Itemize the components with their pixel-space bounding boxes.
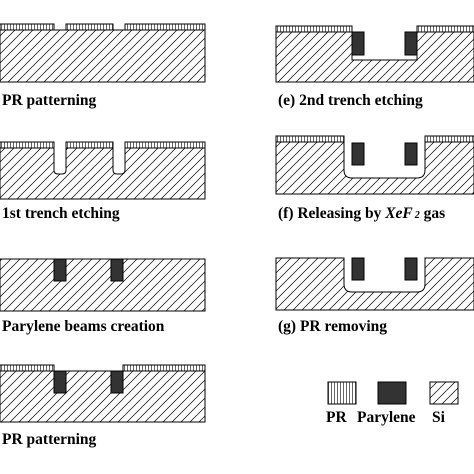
parylene-beam: [404, 257, 418, 281]
step-d-pr-patterning: [0, 364, 206, 423]
parylene-beam: [110, 370, 124, 394]
caption-step-e: (e) 2nd trench etching: [278, 92, 423, 109]
pr-layer: [0, 364, 55, 372]
legend-pr-swatch: [327, 381, 357, 405]
pr-layer: [124, 141, 206, 149]
step-c-parylene-beams-creation: [0, 258, 206, 312]
pr-layer: [65, 23, 114, 31]
step-a-pr-patterning: [0, 23, 206, 83]
step-b-first-trench-etching: [0, 141, 206, 200]
si-substrate: [0, 147, 206, 200]
legend-parylene-swatch: [377, 381, 407, 405]
parylene-beam: [110, 258, 124, 282]
pr-layer: [65, 141, 114, 149]
caption-step-g: (g) PR removing: [278, 318, 388, 335]
step-g-pr-removing: [275, 257, 474, 311]
si-substrate: [0, 258, 206, 312]
pr-layer: [416, 25, 474, 33]
caption-step-a: PR patterning: [2, 92, 97, 109]
caption-step-f-chem: XeF: [385, 205, 413, 222]
parylene-beam: [53, 258, 67, 282]
legend-label-si: Si: [432, 409, 445, 426]
pr-layer: [424, 135, 474, 143]
step-f-releasing-by-xef2: [275, 135, 474, 195]
parylene-beam: [53, 370, 67, 394]
pr-layer: [0, 23, 55, 31]
legend: [327, 381, 459, 405]
si-substrate: [275, 31, 474, 83]
parylene-beam: [404, 31, 418, 56]
caption-step-f-prefix: (f) Releasing by: [278, 205, 386, 222]
pr-layer: [122, 364, 206, 372]
si-substrate: [275, 141, 474, 195]
caption-step-f-suffix: gas: [419, 205, 446, 222]
parylene-beam: [351, 31, 365, 56]
pr-layer: [0, 141, 55, 149]
si-substrate: [0, 29, 206, 83]
caption-step-b: 1st trench etching: [2, 205, 120, 222]
parylene-beam: [351, 257, 365, 281]
legend-label-pr: PR: [326, 409, 347, 426]
caption-step-f-sub: 2: [414, 210, 420, 221]
pr-layer: [124, 23, 206, 31]
legend-si-swatch: [429, 381, 459, 405]
legend-label-parylene: Parylene: [357, 409, 416, 426]
si-substrate: [0, 370, 206, 423]
caption-step-c: Parylene beams creation: [2, 318, 165, 335]
step-e-second-trench-etching: [275, 25, 474, 83]
parylene-beam: [351, 142, 365, 166]
pr-layer: [275, 25, 353, 33]
caption-step-d: PR patterning: [2, 431, 97, 448]
parylene-beam: [404, 142, 418, 166]
si-substrate: [275, 257, 474, 311]
pr-layer: [275, 135, 345, 143]
